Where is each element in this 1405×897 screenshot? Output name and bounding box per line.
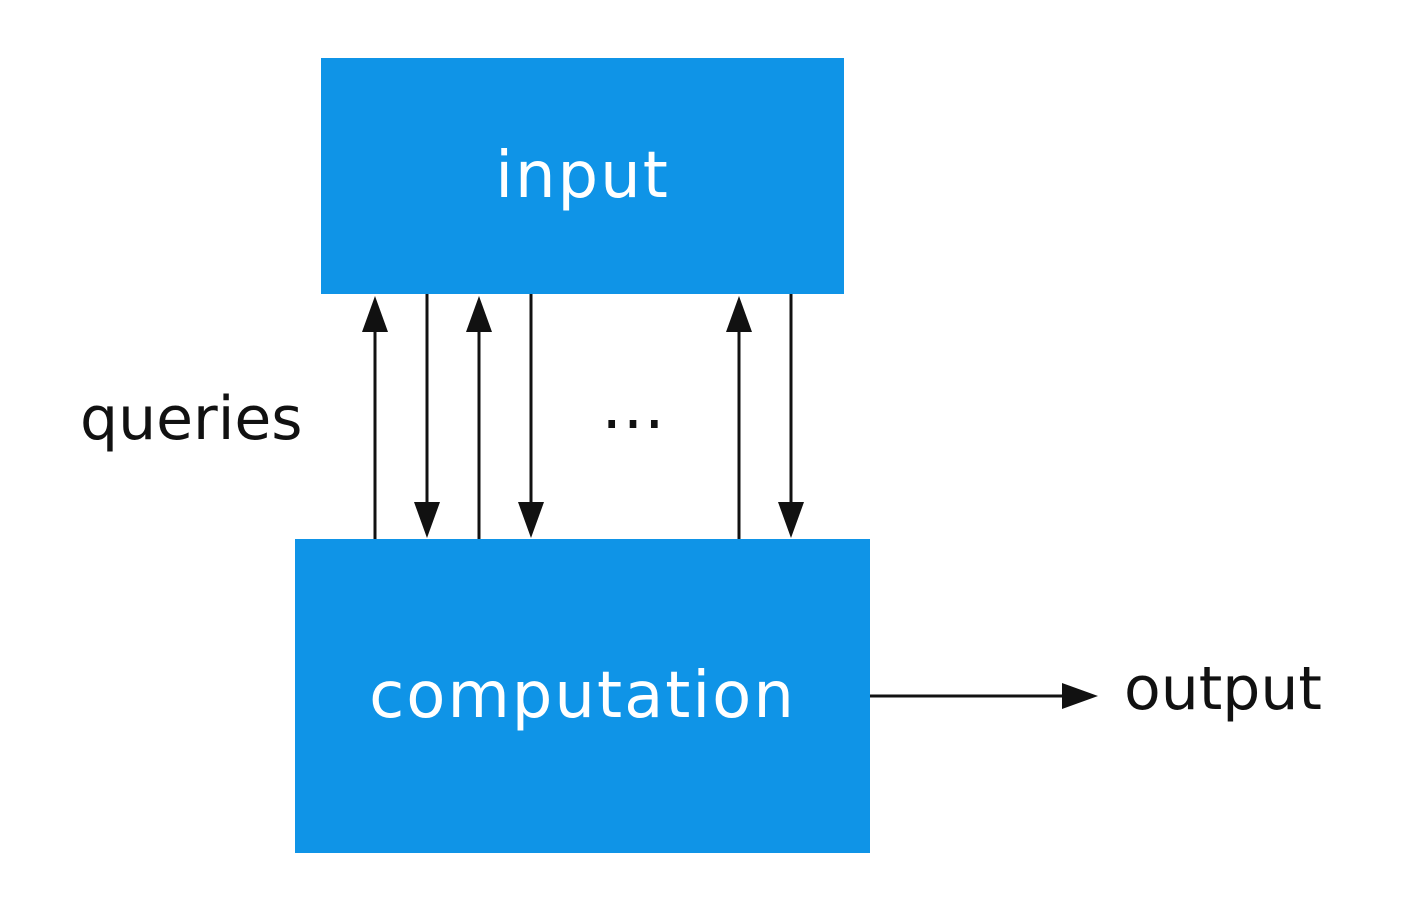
answer-arrow-down-3 [778,294,804,538]
input-label: input [495,139,670,213]
ellipsis-dots: … [601,370,665,444]
answer-arrow-down-2 [518,294,544,538]
input-box: input [321,58,844,294]
query-arrow-up-2 [466,296,492,539]
query-arrow-up-3 [726,296,752,539]
output-arrow [870,683,1098,709]
answer-arrow-down-1 [414,294,440,538]
computation-box: computation [295,539,870,853]
computation-label: computation [369,659,796,733]
output-label: output [1124,654,1322,724]
queries-label: queries [80,384,303,454]
query-arrow-up-1 [362,296,388,539]
